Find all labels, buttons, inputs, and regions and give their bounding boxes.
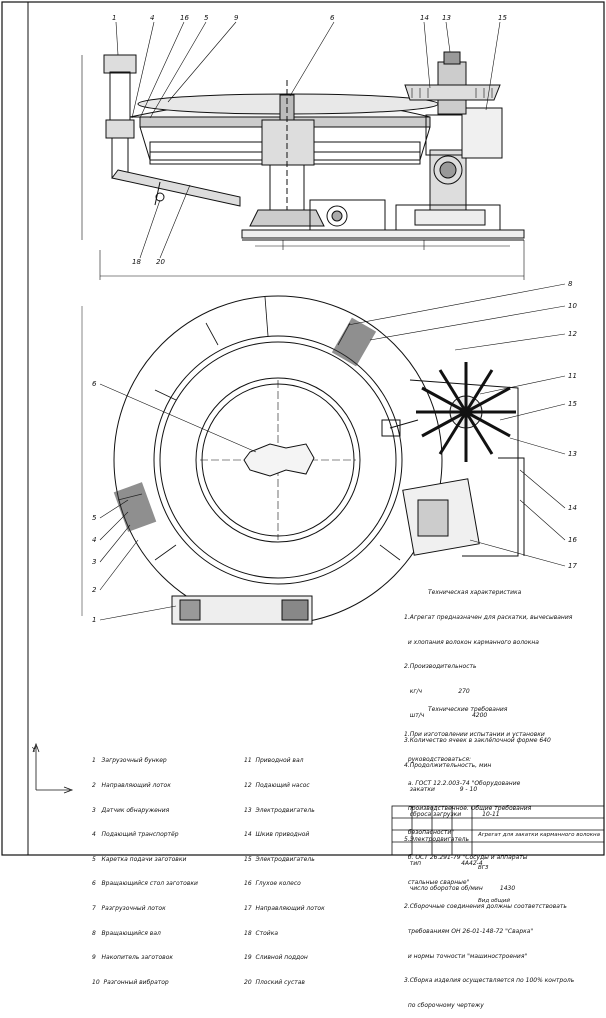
tech-spec-heading: Техническая характеристика xyxy=(428,589,522,597)
title-block-text: Агрегат для закатки карманного волокна В… xyxy=(478,808,600,918)
legend-item: 12 Подающий насос xyxy=(244,782,310,790)
tech-spec-line: и хлопания волокон карманного волокна xyxy=(404,638,539,646)
callout: 13 xyxy=(442,14,451,22)
tech-req-line: руководствоваться: xyxy=(404,755,471,763)
callout: 5 xyxy=(92,514,97,522)
title-block-name: Агрегат для закатки карманного волокна xyxy=(478,832,600,838)
callout: 18 xyxy=(132,258,141,266)
legend-item: 5 Каретка подачи заготовки xyxy=(92,855,187,863)
legend-item: 17 Направляющий лоток xyxy=(244,905,325,913)
parts-legend-left: 1 Загрузочный бункер 2 Направляющий лото… xyxy=(92,741,198,995)
legend-item: 20 Плоский сустав xyxy=(244,978,305,986)
tech-spec-line: 3.Количество ячеек в заклёпочной форме 6… xyxy=(404,737,551,745)
tech-req-heading: Технические требования xyxy=(428,706,508,714)
side-view xyxy=(81,51,525,280)
tech-req-line: 3.Сборка изделия осуществляется по 100% … xyxy=(404,977,575,985)
legend-item: 7 Разгрузочный лоток xyxy=(92,905,166,913)
callout: 3 xyxy=(92,558,96,566)
tech-spec-line: шт/ч 4200 xyxy=(404,712,488,720)
tech-spec-line: 5.Электродвигатель xyxy=(404,835,470,843)
tech-spec-line: 2.Производительность xyxy=(404,663,477,671)
tech-req-line: 1.При изготовлении испытании и установки xyxy=(404,731,545,739)
callout: 12 xyxy=(568,330,577,338)
tech-req-line: требованиям ОН 26-01-148-72 "Сварка" xyxy=(404,927,534,935)
tech-req-line: по сборочному чертежу xyxy=(404,1001,484,1009)
callout: 8 xyxy=(568,280,573,288)
callout: 1 xyxy=(92,616,96,624)
callout: 16 xyxy=(568,536,577,544)
tech-req-line: и нормы точности "машиностроения" xyxy=(404,952,528,960)
tech-req-line: а. ГОСТ 12.2.003-74 "Оборудование xyxy=(404,780,521,788)
legend-item: 15 Электродвигатель xyxy=(244,855,315,863)
callout: 6 xyxy=(92,380,97,388)
callout: 9 xyxy=(234,14,239,22)
axis-glyph xyxy=(32,742,74,794)
legend-item: 11 Приводной вал xyxy=(244,757,304,765)
tech-spec-line: кг/ч 270 xyxy=(404,687,470,695)
callout: 5 xyxy=(204,14,209,22)
callout: 2 xyxy=(92,586,97,594)
tech-spec-line: 1.Агрегат предназначен для раскатки, выч… xyxy=(404,614,573,622)
callout: 13 xyxy=(568,450,577,458)
callout: 16 xyxy=(180,14,189,22)
callout: 17 xyxy=(568,562,577,570)
tech-spec-line: закатки 9 - 10 xyxy=(404,786,478,794)
title-block-view: Вид общий xyxy=(478,898,510,904)
legend-item: 18 Стойка xyxy=(244,929,279,937)
callout: 4 xyxy=(92,536,96,544)
legend-item: 9 Накопитель заготовок xyxy=(92,954,173,962)
tech-req-line: производственное. Общие требования xyxy=(404,804,532,812)
tech-spec-line: сброса загрузки 10-11 xyxy=(404,810,500,818)
callout: 14 xyxy=(568,504,577,512)
axis-y-label: Y xyxy=(31,746,37,754)
legend-item: 1 Загрузочный бункер xyxy=(92,757,167,765)
plan-view xyxy=(113,295,525,625)
legend-item: 6 Вращающийся стол заготовки xyxy=(92,880,198,888)
parts-legend-right: 11 Приводной вал 12 Подающий насос 13 Эл… xyxy=(244,741,325,995)
technical-drawing: 1 4 16 5 9 6 14 13 15 18 20 8 10 12 11 1… xyxy=(1,1,605,856)
legend-item: 19 Сливной поддон xyxy=(244,954,308,962)
tech-req-line: безопасности" xyxy=(404,829,455,837)
legend-item: 3 Датчик обнаружения xyxy=(92,806,170,814)
callout: 15 xyxy=(498,14,507,22)
legend-item: 13 Электродвигатель xyxy=(244,806,315,814)
callout: 20 xyxy=(156,258,165,266)
callout: 1 xyxy=(112,14,116,22)
legend-item: 10 Разгонный вибратор xyxy=(92,978,169,986)
legend-item: 14 Шкив приводной xyxy=(244,831,310,839)
legend-item: 16 Глухое колесо xyxy=(244,880,301,888)
callout: 15 xyxy=(568,400,577,408)
callout: 10 xyxy=(568,302,577,310)
callout: 4 xyxy=(150,14,154,22)
tech-spec-line: 4.Продолжительность, мин xyxy=(404,761,492,769)
legend-item: 2 Направляющий лоток xyxy=(92,782,171,790)
title-block-code: ВГЗ xyxy=(478,865,489,871)
callouts: 1 4 16 5 9 6 14 13 15 18 20 8 10 12 11 1… xyxy=(92,14,577,624)
tech-spec: Техническая характеристика 1.Агрегат пре… xyxy=(404,573,572,901)
title-block-frame xyxy=(391,805,605,856)
legend-item: 4 Подающий транспортёр xyxy=(92,831,179,839)
legend-item: 8 Вращающийся вал xyxy=(92,929,161,937)
callout: 14 xyxy=(420,14,429,22)
callout: 11 xyxy=(568,372,577,380)
callout: 6 xyxy=(330,14,335,22)
